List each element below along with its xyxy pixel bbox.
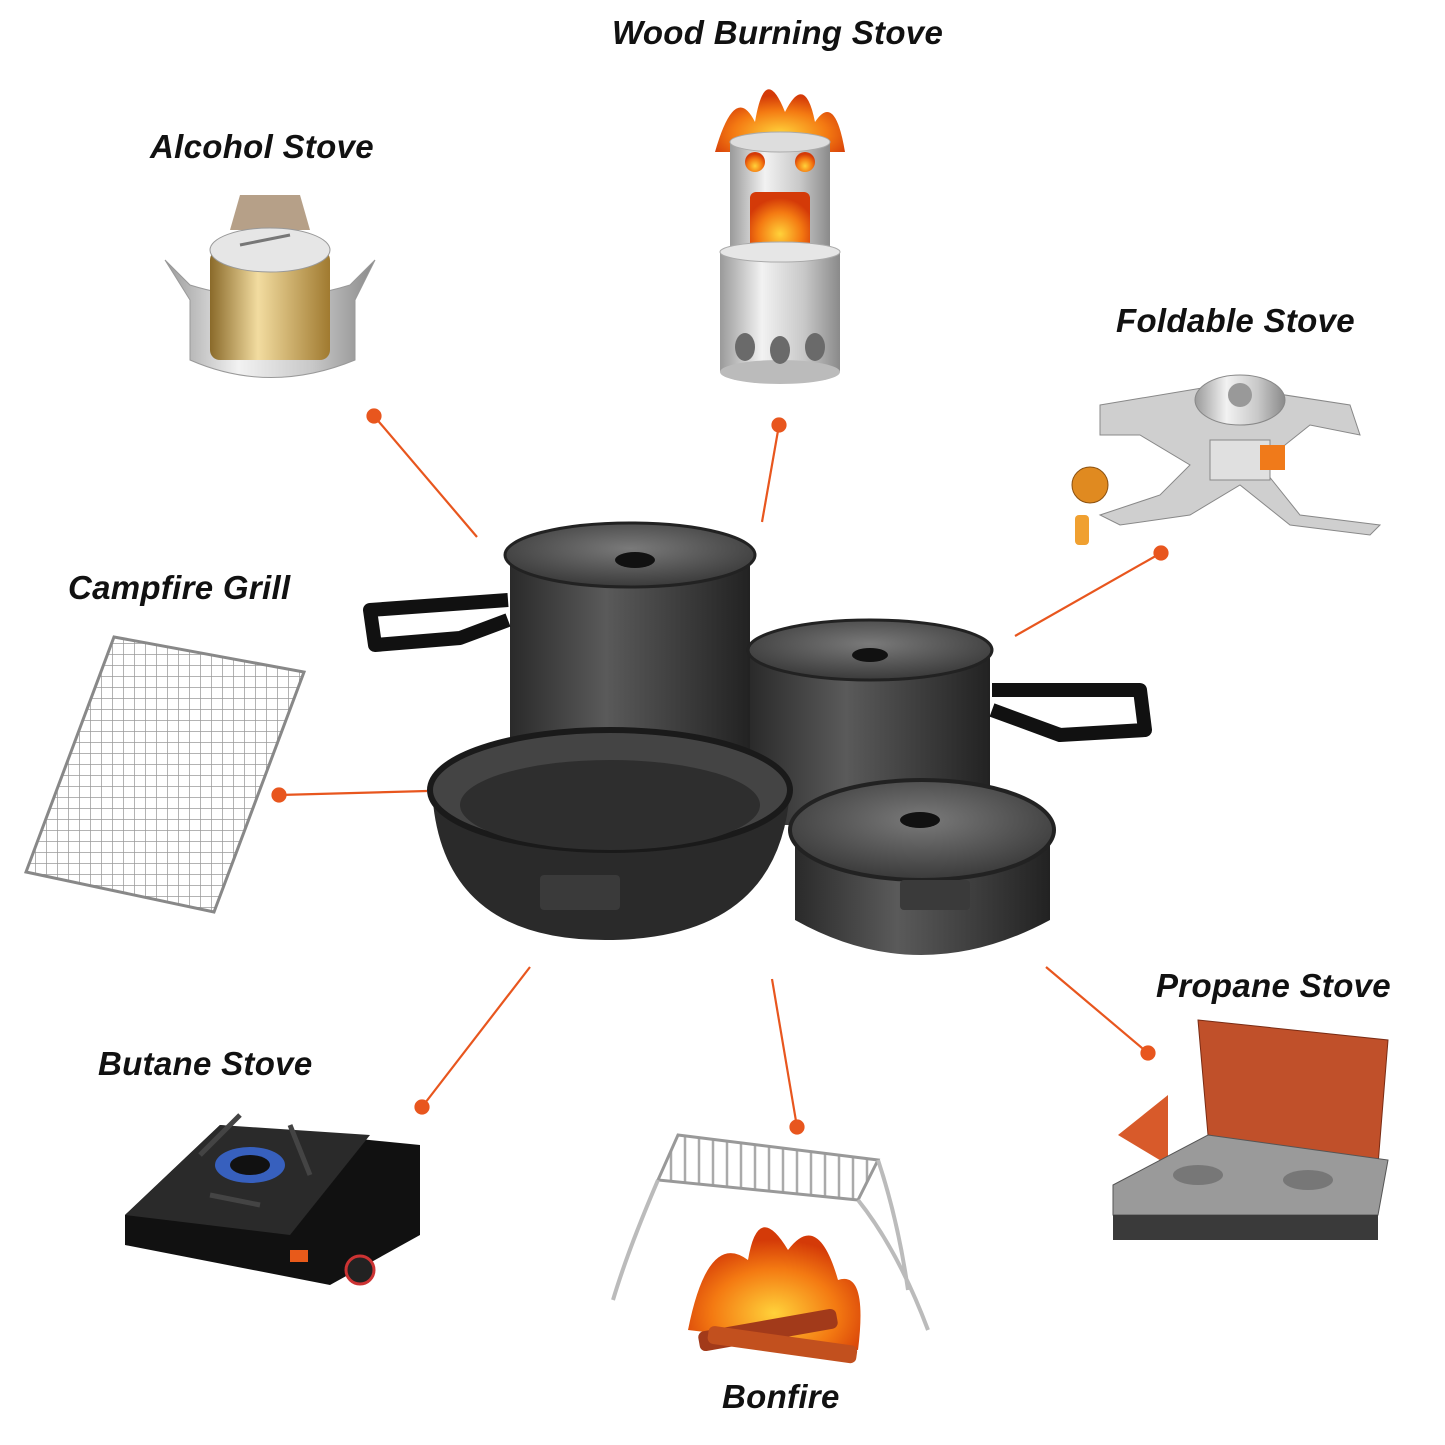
propane-stove-image (1112, 1019, 1389, 1240)
connector-dot-campfire-grill (271, 787, 287, 803)
cookware-set-image (363, 521, 1152, 955)
label-wood-burning-stove: Wood Burning Stove (612, 14, 944, 51)
connector-dot-foldable-stove (1153, 545, 1169, 561)
foldable-stove-image (1071, 374, 1382, 545)
connector-butane-stove (421, 966, 531, 1108)
label-bonfire: Bonfire (722, 1378, 840, 1415)
connector-propane-stove (1045, 966, 1149, 1054)
connector-campfire-grill (278, 789, 428, 797)
connector-dot-butane-stove (414, 1099, 430, 1115)
alcohol-stove-image (164, 195, 376, 378)
connector-dot-alcohol-stove (366, 408, 382, 424)
label-alcohol-stove: Alcohol Stove (150, 128, 374, 165)
label-propane-stove: Propane Stove (1156, 967, 1391, 1004)
label-foldable-stove: Foldable Stove (1116, 302, 1355, 339)
connector-alcohol-stove (373, 415, 478, 538)
connector-wood-burning-stove (760, 424, 781, 523)
label-campfire-grill: Campfire Grill (68, 569, 291, 606)
bonfire-image (611, 1133, 930, 1364)
connector-dot-bonfire (789, 1119, 805, 1135)
connector-dot-wood-burning-stove (771, 417, 787, 433)
connector-bonfire (770, 978, 799, 1128)
connector-dot-propane-stove (1140, 1045, 1156, 1061)
butane-stove-image (125, 1113, 420, 1286)
label-butane-stove: Butane Stove (98, 1045, 313, 1082)
connector-foldable-stove (1014, 552, 1162, 637)
campfire-grill-image (24, 635, 306, 914)
wood-burning-stove-image (715, 89, 845, 384)
